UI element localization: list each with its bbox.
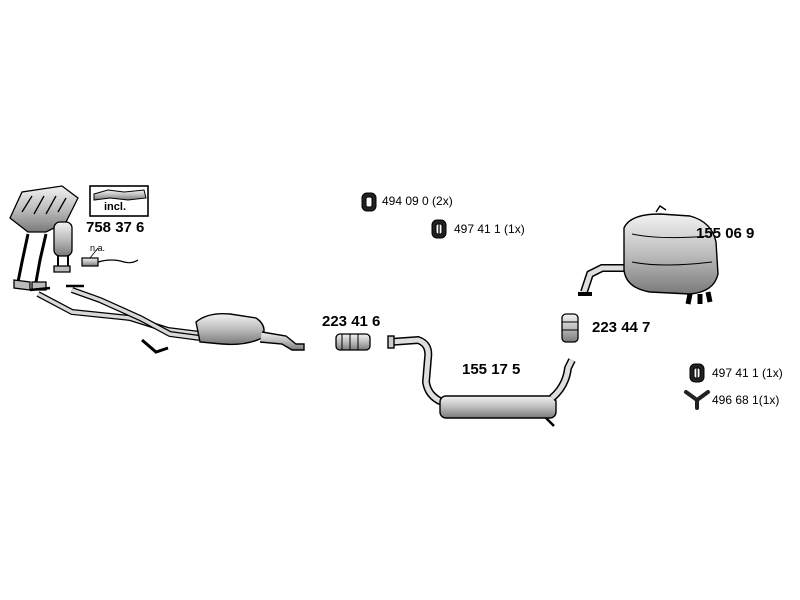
middle-muffler-drawing [387, 335, 576, 427]
rubber-ring-icon [361, 192, 377, 212]
part-number-middle-coupler: 223 41 6 [322, 313, 381, 330]
exhaust-manifold-drawing [9, 185, 79, 291]
accessory-hanger-label: 497 41 1 (1x) [454, 222, 525, 236]
middle-coupler-drawing [335, 333, 371, 351]
rear-coupler-drawing [561, 313, 579, 343]
accessory-hanger-label-2: 497 41 1 (1x) [712, 366, 783, 380]
bracket-v-icon [684, 390, 710, 410]
rubber-hanger-icon [431, 219, 447, 239]
rubber-hanger-icon [689, 363, 705, 383]
na-label: n.a. [90, 243, 106, 253]
part-number-rear-coupler: 223 44 7 [592, 319, 651, 336]
oxygen-sensor-drawing [81, 247, 139, 267]
accessory-ring-label: 494 09 0 (2x) [382, 194, 453, 208]
part-number-rear-muffler: 155 06 9 [696, 225, 755, 242]
front-pipe-catalyst-drawing [29, 284, 305, 354]
accessory-bracket-label: 496 68 1(1x) [712, 393, 780, 407]
rear-muffler-drawing [578, 205, 719, 305]
incl-label: incl. [104, 201, 127, 213]
part-number-manifold: 758 37 6 [86, 219, 145, 236]
included-parts-inset [89, 185, 149, 217]
part-number-middle-muffler: 155 17 5 [462, 361, 521, 378]
